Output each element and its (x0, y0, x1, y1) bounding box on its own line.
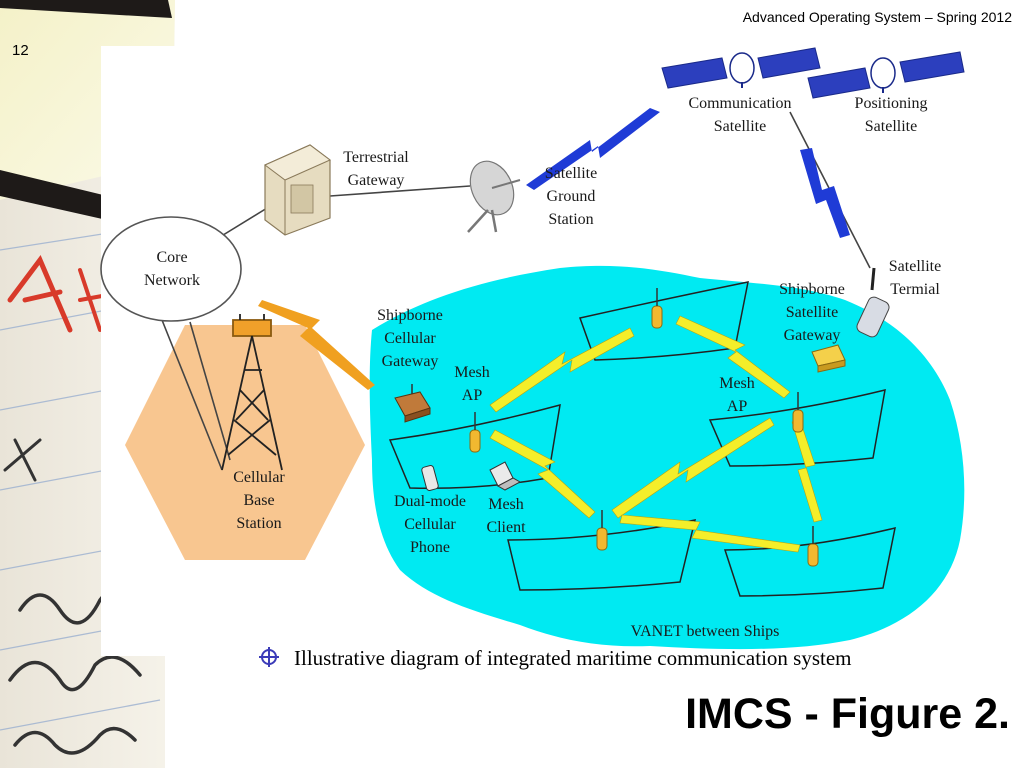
label-line: AP (727, 398, 748, 415)
label-line: Satellite (714, 118, 766, 135)
wireless-link-icon (489, 327, 635, 413)
label-line: Satellite (786, 304, 838, 321)
wireless-link-icon (526, 108, 660, 190)
wireless-link-icon (791, 419, 823, 523)
label-line: Gateway (348, 172, 405, 189)
ship-hull (388, 403, 561, 490)
label-line: Positioning (855, 95, 928, 112)
satellite-icon (661, 47, 821, 89)
wireless-link-icon (800, 148, 850, 238)
label-line: Mesh (488, 496, 524, 513)
label-line: VANET between Ships (631, 623, 780, 640)
wireless-link-icon (611, 417, 775, 519)
router-box-icon (811, 344, 846, 373)
mesh-antenna-icon (807, 526, 819, 567)
cell-tower-icon (221, 314, 283, 471)
label-line: Base (243, 492, 274, 509)
label-line: Phone (410, 539, 450, 556)
laptop-icon (489, 461, 522, 491)
label-line: Shipborne (377, 307, 443, 324)
mesh-antenna-icon (651, 288, 663, 329)
wireless-link-icon (258, 300, 375, 390)
label-line: Communication (688, 95, 791, 112)
label-line: Ground (547, 188, 596, 205)
label-line: Mesh (454, 364, 490, 381)
wireless-link-icon (675, 315, 791, 399)
label-line: Terrestrial (343, 149, 409, 166)
cell-coverage-hexagon (125, 325, 365, 560)
slide-number: 12 (12, 42, 29, 59)
label-line: Dual-mode (394, 493, 466, 510)
slide-title: IMCS - Figure 2. (685, 690, 1010, 738)
ship-hull (507, 519, 697, 591)
label-line: Station (236, 515, 281, 532)
slide-header: Advanced Operating System – Spring 2012 (742, 9, 1012, 25)
label-line: Satellite (865, 118, 917, 135)
router-box-icon (394, 384, 431, 423)
label-line: AP (462, 387, 483, 404)
mesh-antenna-icon (469, 412, 481, 453)
wireless-link-icon (619, 514, 801, 553)
satellite-phone-icon (856, 267, 890, 338)
label-line: Core (156, 249, 187, 266)
caption-text: Illustrative diagram of integrated marit… (294, 646, 852, 670)
ship-hull (708, 388, 886, 467)
satellite-icon (807, 51, 965, 99)
label-vanet: VANET between Ships (631, 623, 780, 640)
label-line: Gateway (382, 353, 439, 370)
label-line: Satellite (545, 165, 597, 182)
server-tower-icon (264, 144, 331, 236)
caption-bullet: Illustrative diagram of integrated marit… (258, 646, 852, 671)
ship-hull (579, 281, 749, 361)
core-network-node (100, 216, 242, 322)
mesh-antenna-icon (596, 510, 608, 551)
satellite-dish-icon (467, 160, 521, 233)
mobile-phone-icon (421, 465, 439, 491)
label-line: Cellular (404, 516, 456, 533)
label-line: Cellular (233, 469, 285, 486)
label-line: Termial (890, 281, 940, 298)
label-line: Gateway (784, 327, 841, 344)
label-line: Station (548, 211, 593, 228)
crosshair-bullet-icon (259, 647, 279, 667)
label-line: Satellite (889, 258, 941, 275)
label-line: Network (144, 272, 200, 289)
label-line: Mesh (719, 375, 755, 392)
label-line: Client (486, 519, 526, 536)
label-line: Cellular (384, 330, 436, 347)
label-line: Shipborne (779, 281, 845, 298)
mesh-antenna-icon (792, 392, 804, 433)
wireless-link-icon (489, 429, 596, 519)
